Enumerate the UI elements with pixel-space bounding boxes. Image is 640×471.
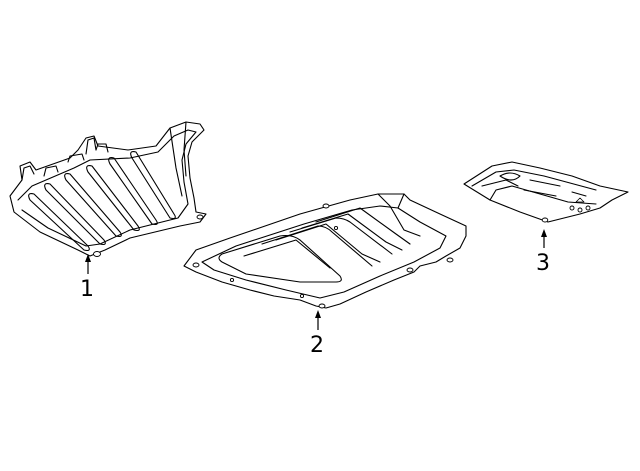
callout-2: 2 xyxy=(310,310,324,358)
callout-3: 3 xyxy=(536,229,550,276)
callout-label-3: 3 xyxy=(536,251,550,276)
part-2-center-skid-plate xyxy=(183,193,467,309)
part-3-rear-shield xyxy=(463,161,629,223)
callout-label-1: 1 xyxy=(80,277,94,302)
callout-1: 1 xyxy=(80,254,94,302)
part-1-front-skid-plate xyxy=(9,121,207,257)
callout-label-2: 2 xyxy=(310,333,324,358)
